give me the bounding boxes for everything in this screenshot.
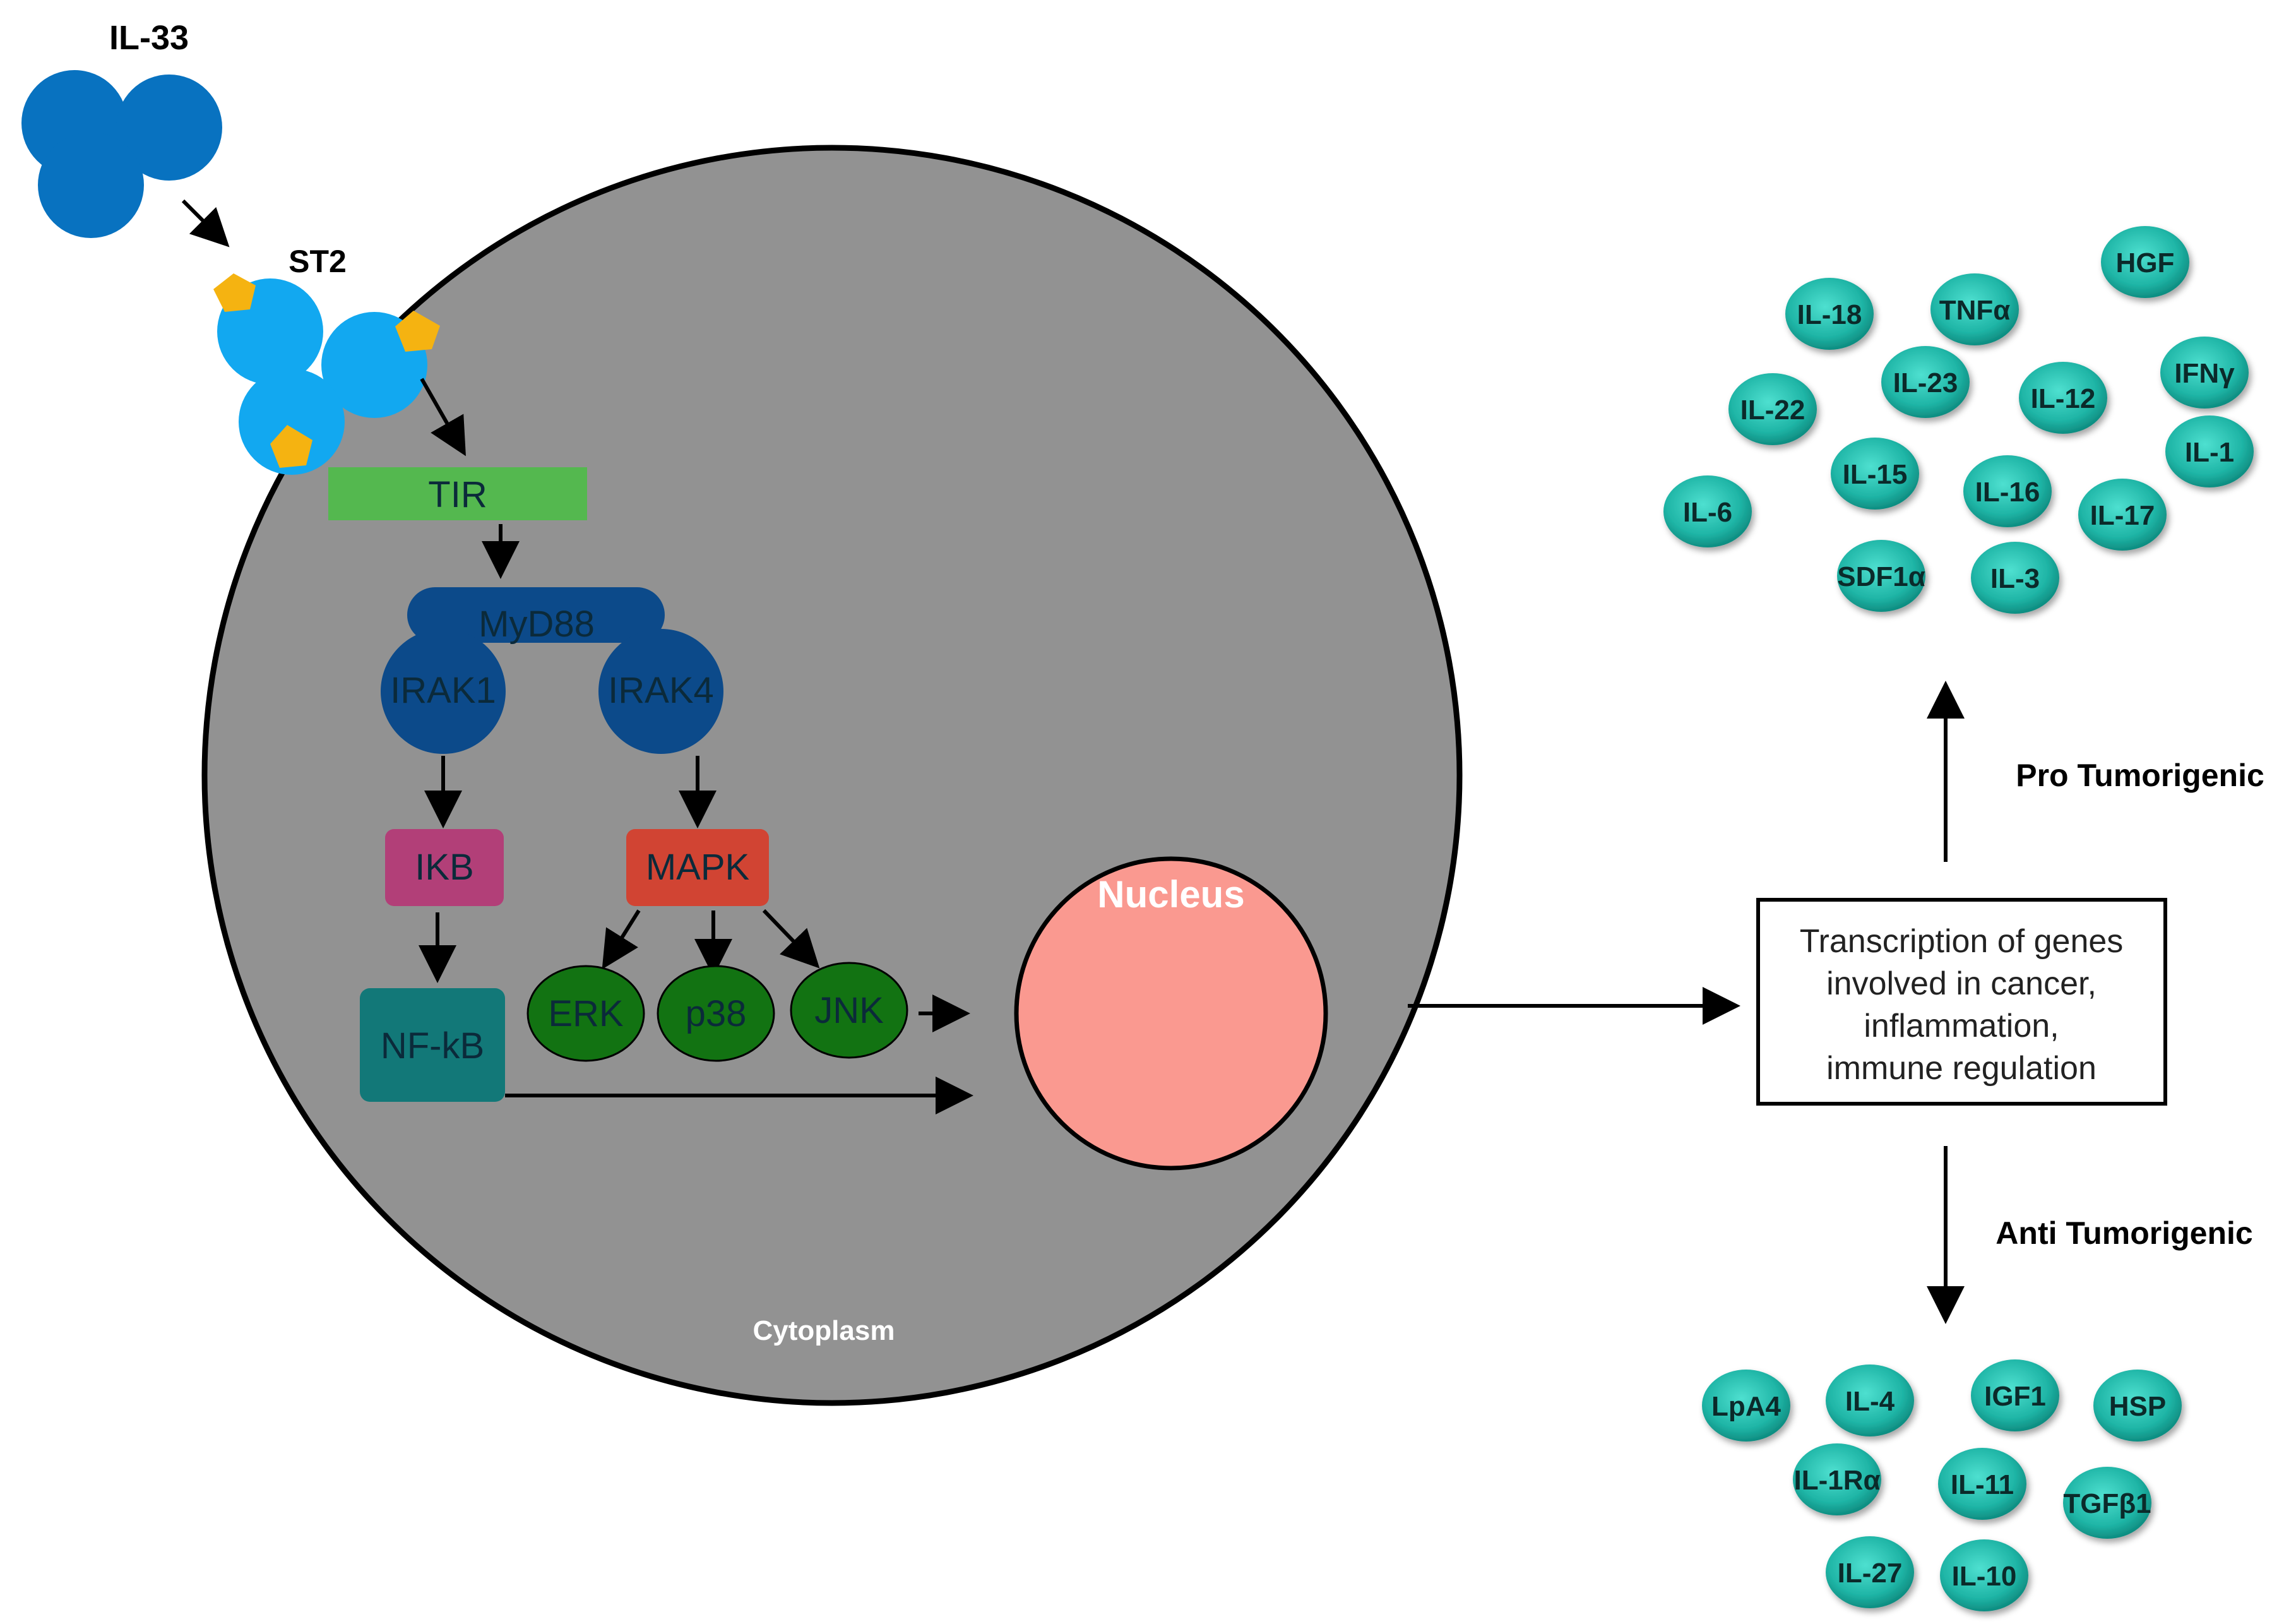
arrow-mapk-erk: [602, 909, 641, 970]
st2-label: ST2: [288, 244, 347, 279]
anti-cytokine-tgf1: [2063, 1467, 2151, 1539]
pro-cytokine-sdf1: [1837, 540, 1925, 612]
pro-cytokine-il18: [1785, 278, 1874, 350]
il33-trimer: [21, 70, 222, 238]
il33-label: IL-33: [109, 19, 189, 57]
pro-cytokine-il23: [1881, 346, 1970, 418]
anti-cytokine-label: IL-1Rα: [1793, 1465, 1880, 1496]
pro-cytokine-label: IL-23: [1893, 367, 1958, 398]
mapk-node: [626, 829, 769, 906]
st2-receptor: [213, 273, 440, 475]
tir-label: TIR: [428, 474, 487, 515]
arrow-il33-st2: [181, 199, 230, 248]
pro-cytokine-label: IL-16: [1975, 477, 2040, 508]
anti-cytokine-label: IL-10: [1952, 1561, 2017, 1592]
pro-tumorigenic-label: Pro Tumorigenic: [2016, 758, 2264, 793]
pro-cytokine-il22: [1728, 373, 1817, 445]
anti-cytokine-label: IL-4: [1845, 1386, 1895, 1417]
arrow-mapk-jnk: [762, 909, 820, 969]
anti-cytokine-lpa4: [1702, 1370, 1790, 1442]
arrow-st2-tir: [420, 378, 466, 457]
anti-cytokine-il4: [1826, 1364, 1914, 1436]
pro-cytokine-il6: [1663, 475, 1752, 547]
pro-cytokine-label: IL-12: [2031, 383, 2096, 414]
jnk-label: JNK: [814, 990, 884, 1031]
pro-cytokine-il3: [1971, 542, 2059, 614]
ikb-label: IKB: [415, 847, 474, 888]
pro-cytokine-tnf: [1930, 273, 2019, 345]
pro-cytokine-ifn: [2160, 337, 2249, 409]
pro-cytokine-il16: [1963, 455, 2052, 527]
nucleus: [1014, 856, 1328, 1171]
anti-cytokine-label: IL-11: [1951, 1469, 2014, 1500]
anti-cytokine-label: LpA4: [1711, 1391, 1781, 1422]
transcription-line-1: Transcription of genes: [1800, 923, 2124, 960]
mapk-label: MAPK: [646, 847, 750, 888]
anti-cytokine-label: TGFβ1: [2063, 1488, 2151, 1519]
irak1-label: IRAK1: [390, 670, 496, 711]
cytoplasm-label: Cytoplasm: [753, 1315, 895, 1346]
erk-label: ERK: [548, 993, 624, 1034]
pro-cytokine-il12: [2019, 362, 2107, 434]
anti-cytokine-label: HSP: [2109, 1391, 2166, 1422]
anti-cytokine-label: IGF1: [1984, 1381, 2046, 1412]
anti-cytokine-il10: [1940, 1539, 2028, 1611]
irak4-node: [598, 629, 723, 754]
anti-cytokine-label: IL-27: [1838, 1558, 1903, 1589]
irak4-label: IRAK4: [608, 670, 714, 711]
myd88-bar: [407, 587, 665, 643]
anti-cytokine-il11: [1938, 1448, 2026, 1520]
pro-cytokine-label: IL-18: [1797, 299, 1862, 330]
pro-cytokine-il17: [2078, 479, 2167, 551]
p38-node: [657, 965, 775, 1062]
pro-cytokine-hgf: [2101, 226, 2189, 298]
jnk-node: [790, 962, 908, 1059]
anti-cytokine-hsp: [2093, 1370, 2182, 1442]
myd88-label: MyD88: [479, 604, 595, 645]
anti-cytokine-il1r: [1793, 1443, 1881, 1515]
pro-cytokine-label: IL-17: [2090, 500, 2155, 531]
erk-node: [526, 965, 645, 1062]
pro-cytokine-label: SDF1α: [1837, 561, 1925, 592]
ikb-node: [385, 829, 504, 906]
p38-label: p38: [686, 993, 747, 1034]
nfkb-node: [360, 988, 505, 1102]
nucleus-label: Nucleus: [1097, 873, 1244, 916]
pro-cytokine-label: IL-15: [1843, 459, 1908, 490]
anti-cytokine-igf1: [1971, 1359, 2059, 1431]
transcription-line-4: immune regulation: [1826, 1050, 2097, 1087]
pro-cytokine-label: IL-3: [1990, 563, 2040, 594]
pro-cytokine-il1: [2165, 415, 2254, 487]
pro-cytokine-label: IL-6: [1683, 497, 1732, 528]
transcription-line-2: involved in cancer,: [1826, 965, 2097, 1002]
pro-cytokine-label: HGF: [2116, 248, 2175, 278]
pro-cytokine-label: IFNγ: [2174, 358, 2235, 389]
irak1-node: [381, 629, 506, 754]
tir-domain: [328, 467, 587, 520]
pro-cytokine-label: TNFα: [1939, 295, 2011, 326]
transcription-box: [1756, 898, 2167, 1106]
pro-cytokine-il15: [1831, 438, 1919, 510]
pro-cytokine-label: IL-1: [2185, 437, 2234, 468]
pro-cytokine-label: IL-22: [1740, 395, 1805, 426]
anti-tumorigenic-label: Anti Tumorigenic: [1996, 1215, 2252, 1251]
nfkb-label: NF-kB: [381, 1025, 484, 1066]
transcription-line-3: inflammation,: [1864, 1008, 2059, 1044]
anti-cytokine-il27: [1826, 1536, 1914, 1608]
